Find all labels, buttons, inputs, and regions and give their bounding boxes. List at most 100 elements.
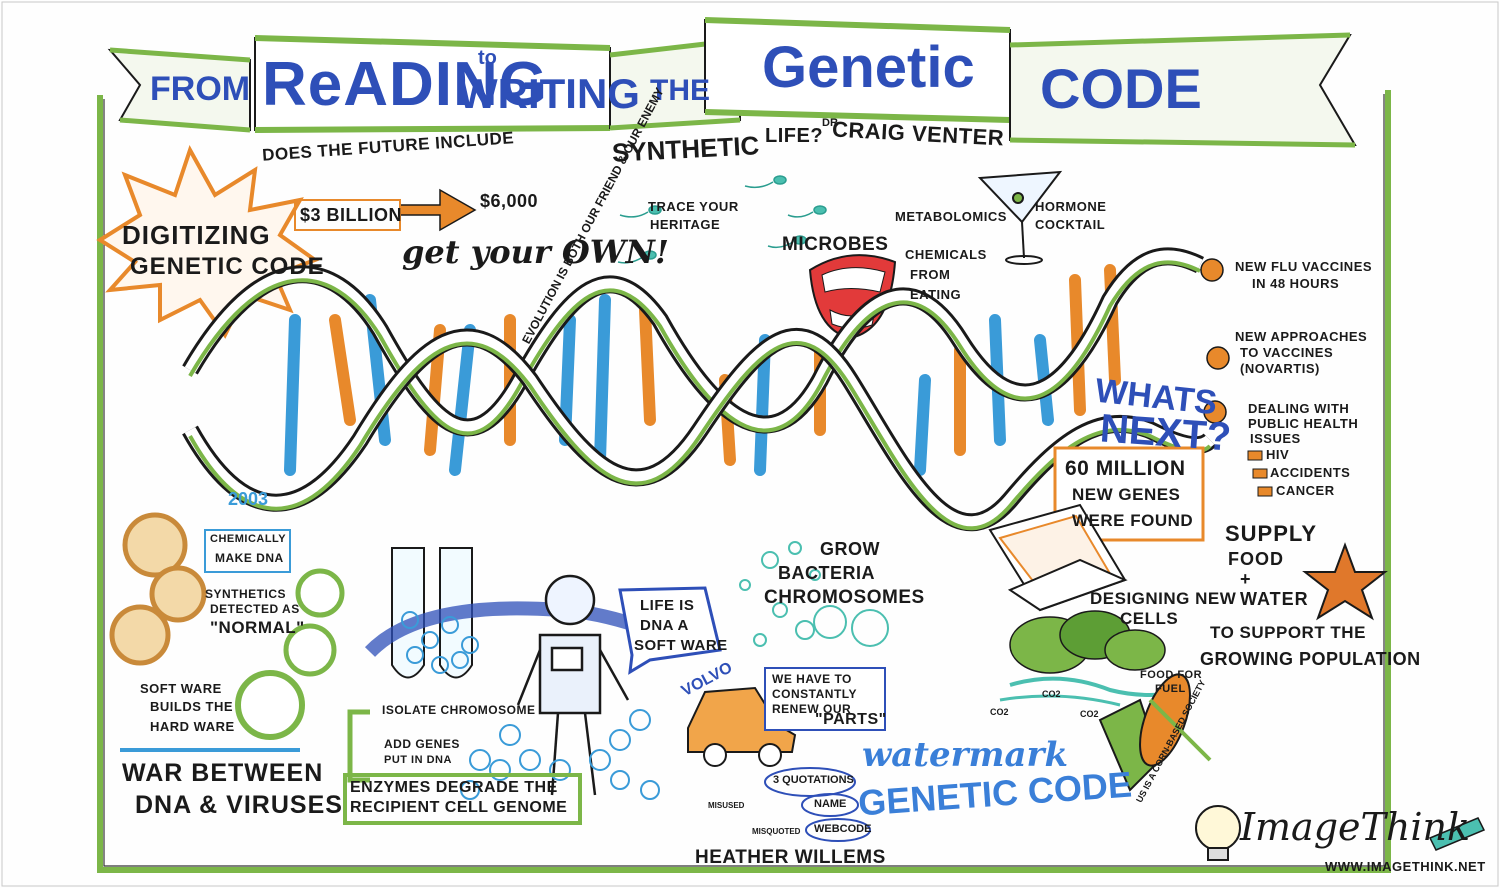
cost-tagline: get your OWN!	[402, 233, 669, 271]
banner-writing: WRITING	[458, 70, 640, 117]
heritage-line2: HERITAGE	[650, 217, 721, 232]
genes-line1: 60 MILLION	[1065, 457, 1186, 480]
flu-line2: IN 48 HOURS	[1252, 276, 1340, 291]
brand-url[interactable]: WWW.IMAGETHINK.NET	[1325, 859, 1486, 874]
co2-label: CO2	[990, 707, 1009, 717]
bubble-icon	[813, 605, 847, 639]
bubble-icon	[788, 541, 802, 555]
year-label: 2003	[228, 489, 269, 509]
war-line2: DNA & VIRUSES	[135, 791, 343, 819]
subtitle-speaker-prefix: DR	[822, 117, 838, 129]
dealing-line3: ISSUES	[1250, 431, 1301, 446]
bubble-icon	[795, 620, 815, 640]
life-line3: SOFT WARE	[634, 637, 728, 654]
subtitle-life: LIFE?	[765, 125, 824, 147]
cost-arrow-icon	[399, 188, 477, 232]
synthetics-line1: SYNTHETICS	[205, 587, 287, 601]
bubble-icon	[489, 759, 511, 781]
co2-label: CO2	[1080, 709, 1099, 719]
bullet-dot-icon	[1200, 258, 1224, 282]
bubble-icon	[761, 551, 779, 569]
dealing-line1: DEALING WITH	[1248, 401, 1350, 416]
grow-line2: BACTERIA	[778, 563, 875, 583]
enzymes-box	[343, 773, 582, 825]
genes-line3: WERE FOUND	[1072, 511, 1194, 530]
banner-genetic: Genetic	[762, 35, 975, 100]
approaches-line1: NEW APPROACHES	[1235, 329, 1368, 344]
microbes-chem1: CHEMICALS	[905, 247, 987, 262]
synthetics-line2: DETECTED AS	[210, 602, 300, 616]
star-icon	[1302, 542, 1388, 621]
banner-reading: ReADING	[262, 50, 549, 119]
bubble-icon	[609, 729, 631, 751]
marker-pen-icon	[1428, 817, 1486, 851]
software-line1: SOFT WARE	[140, 681, 222, 696]
bubbles	[401, 541, 889, 800]
quotes-name: NAME	[814, 798, 847, 810]
renew-line4: "PARTS"	[815, 711, 887, 728]
bubble-icon	[851, 609, 889, 647]
brand-logo: ImageThink	[1240, 805, 1470, 849]
bubble-icon	[772, 602, 788, 618]
supply-line1: SUPPLY	[1225, 521, 1318, 546]
bubble-icon	[441, 616, 459, 634]
robot-icon	[516, 574, 630, 796]
bubble-icon	[610, 770, 630, 790]
bubble-icon	[401, 611, 419, 629]
digitizing-line1: DIGITIZING	[122, 220, 271, 250]
dna-helix	[182, 247, 1217, 532]
lightbulb-icon	[1195, 805, 1241, 861]
dna-rung	[329, 314, 356, 426]
step-add: ADD GENES	[384, 737, 460, 751]
bubble-icon	[460, 780, 480, 800]
cost-to: $6,000	[480, 191, 539, 211]
food-line1: FOOD FOR	[1140, 669, 1203, 681]
bubble-icon	[753, 633, 767, 647]
bubble-icon	[499, 724, 521, 746]
frame-inner-line	[103, 94, 1385, 867]
support-line2: GROWING POPULATION	[1200, 649, 1421, 669]
steps-bracket	[347, 709, 370, 783]
dna-rung	[449, 324, 476, 476]
name-oval	[801, 793, 859, 817]
chemically-line2: MAKE DNA	[215, 551, 284, 565]
chemically-box	[204, 529, 291, 573]
banner-from: FROM	[150, 70, 251, 108]
bubble-icon	[406, 646, 424, 664]
designing-line2: CELLS	[1120, 609, 1179, 628]
life-bubble-shape	[618, 586, 722, 675]
bullet-dot-icon	[1203, 400, 1227, 424]
renew-line3: RENEW OUR	[772, 702, 852, 716]
microbes-title: MICROBES	[782, 234, 889, 255]
software-line2: BUILDS THE	[150, 699, 233, 714]
approaches-line3: (NOVARTIS)	[1240, 361, 1320, 376]
step-isolate: ISOLATE CHROMOSOME	[382, 703, 536, 717]
bubble-icon	[640, 780, 660, 800]
bullet-box-icon	[1252, 468, 1268, 479]
food-line2: FUEL	[1155, 683, 1186, 695]
quotes-quotations: 3 QUOTATIONS	[773, 774, 854, 786]
bubble-icon	[809, 569, 821, 581]
flu-line1: NEW FLU VACCINES	[1235, 259, 1373, 274]
hormone-line1: HORMONE	[1035, 199, 1107, 214]
bubble-icon	[421, 631, 439, 649]
heritage-line1: TRACE YOUR	[648, 199, 739, 214]
war-line1: WAR BETWEEN	[122, 759, 324, 787]
watermark-line1: watermark	[862, 735, 1069, 775]
dealing-line2: PUBLIC HEALTH	[1248, 416, 1359, 431]
renew-line1: WE HAVE TO	[772, 672, 852, 686]
bullet-box-icon	[1257, 486, 1273, 497]
microbes-chem2: FROM	[910, 267, 951, 282]
virus-cells	[109, 512, 345, 740]
list-accidents: ACCIDENTS	[1270, 465, 1351, 480]
co2-label: CO2	[1042, 689, 1061, 699]
whats-next-line2: NEXT?	[1098, 406, 1233, 460]
bubble-icon	[549, 759, 571, 781]
car-icon	[687, 686, 797, 767]
enzymes-line2: RECIPIENT CELL GENOME	[350, 799, 568, 816]
renew-line2: CONSTANTLY	[772, 687, 858, 701]
banner-to: to	[478, 47, 497, 69]
quotes-webcode: WEBCODE	[814, 823, 872, 835]
bullet-box-icon	[1247, 450, 1263, 461]
